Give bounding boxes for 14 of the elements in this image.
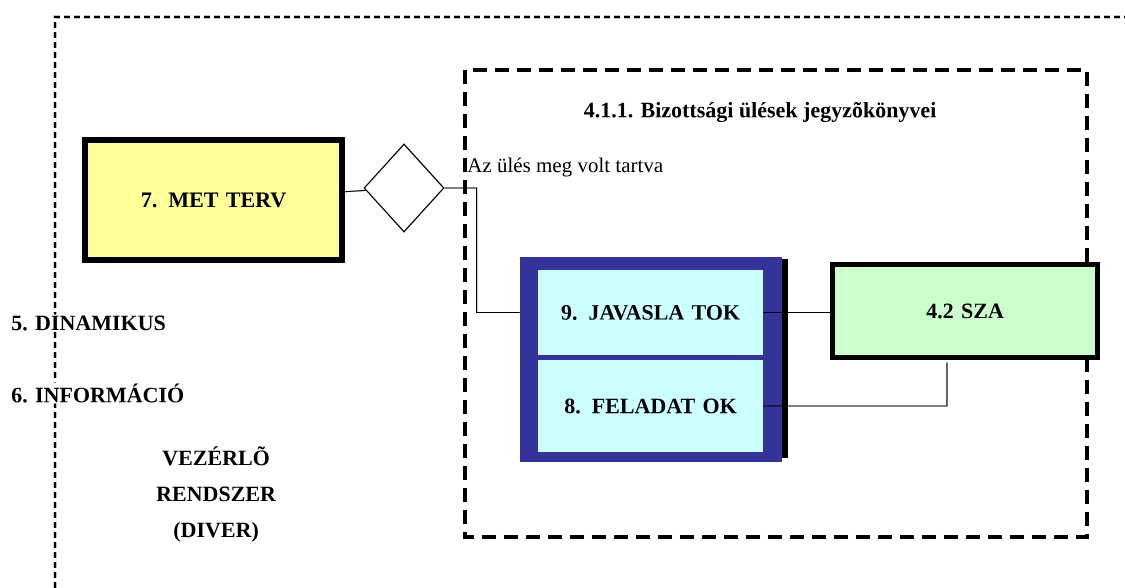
side-label: 5. DINAMIKUS xyxy=(12,315,165,331)
process-box: 4.2 SZA xyxy=(830,262,1100,360)
process-box: 8. FELADAT OK xyxy=(538,360,763,452)
process-box: 9. JAVASLA TOK xyxy=(538,270,763,355)
decision-diamond xyxy=(363,143,445,233)
process-box: 7. MET TERV xyxy=(82,137,345,263)
side-label: 6. INFORMÁCIÓ xyxy=(11,383,184,403)
connector-line xyxy=(762,311,831,314)
connector-line xyxy=(444,187,521,314)
connector-line xyxy=(344,189,367,193)
frame-heading: 4.1.1. Bizottsági ülések jegyzõkönyvei xyxy=(584,101,936,123)
frame-note: Az ülés meg volt tartva xyxy=(467,157,663,177)
connector-line xyxy=(762,361,948,407)
system-label: VEZÉRLÕ RENDSZER (DIVER) xyxy=(156,446,277,542)
